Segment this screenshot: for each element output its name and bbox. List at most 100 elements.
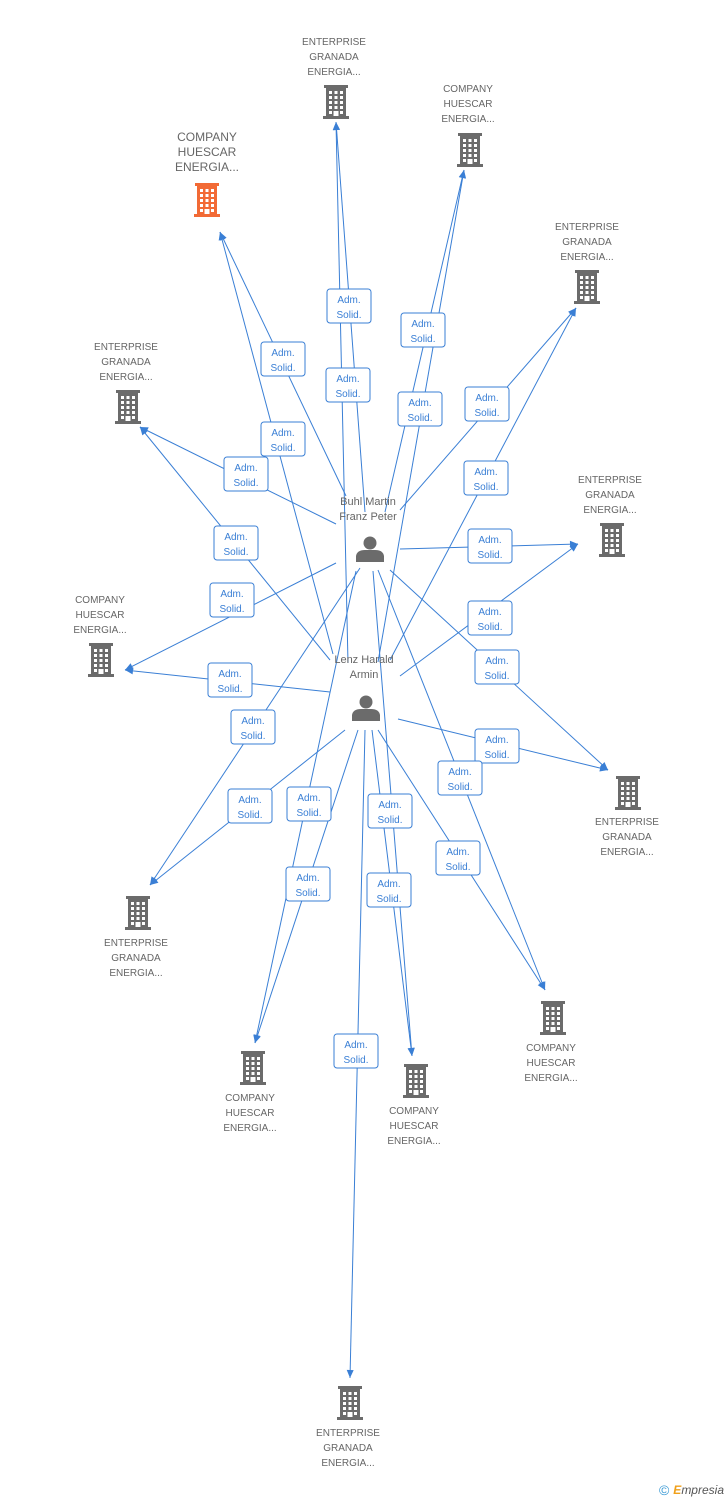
relation-badge[interactable]: Adm.Solid. — [207, 662, 253, 698]
relation-badge[interactable]: Adm.Solid. — [467, 600, 513, 636]
arrowhead-icon — [407, 1047, 415, 1056]
relation-badge[interactable]: Adm. Solid. — [209, 582, 255, 618]
badge-text: Adm. — [218, 669, 241, 680]
badge-text: Adm. — [448, 767, 471, 778]
company-node-c4[interactable]: ENTERPRISEGRANADAENERGIA... — [555, 222, 619, 304]
badge-box — [333, 1033, 379, 1069]
arrowhead-icon — [599, 762, 608, 770]
relation-badge[interactable]: Adm. Solid. — [437, 760, 483, 796]
relation-badge[interactable]: Adm.Solid. — [286, 786, 332, 822]
badge-text: Solid. — [296, 808, 321, 819]
relation-badge[interactable]: Adm.Solid. — [223, 456, 269, 492]
relation-badge[interactable]: Adm.Solid. — [467, 528, 513, 564]
badge-text: Solid. — [223, 547, 248, 558]
badge-text: Solid. — [219, 604, 244, 615]
relation-badge[interactable]: Adm.Solid. — [326, 288, 372, 324]
company-node-c2[interactable]: COMPANYHUESCARENERGIA... — [441, 84, 495, 167]
company-node-c9[interactable]: ENTERPRISEGRANADAENERGIA... — [104, 896, 168, 979]
person-name-line: Buhl Martin — [340, 496, 396, 508]
company-node-c1[interactable]: ENTERPRISEGRANADAENERGIA... — [302, 37, 366, 119]
company-name-line: ENERGIA... — [223, 1123, 276, 1134]
relation-badge[interactable]: Adm.Solid. — [435, 840, 481, 876]
badge-text: Adm. — [475, 393, 498, 404]
badge-text: Solid. — [295, 888, 320, 899]
badge-box — [209, 582, 255, 618]
badge-text: Solid. — [407, 413, 432, 424]
badge-text: Solid. — [240, 731, 265, 742]
company-node-c12[interactable]: COMPANYHUESCARENERGIA... — [387, 1064, 441, 1147]
nodes-layer: ENTERPRISEGRANADAENERGIA...COMPANYHUESCA… — [73, 37, 659, 1469]
company-name-line: ENERGIA... — [307, 67, 360, 78]
relation-badge[interactable]: Adm.Solid. — [285, 866, 331, 902]
badge-text: Solid. — [233, 478, 258, 489]
company-name-line: GRANADA — [602, 832, 652, 843]
badge-text: Solid. — [447, 782, 472, 793]
company-name-line: COMPANY — [443, 84, 493, 95]
building-icon — [125, 896, 151, 930]
building-icon — [599, 523, 625, 557]
relation-badge[interactable]: Adm.Solid. — [260, 421, 306, 457]
badge-text: Solid. — [484, 671, 509, 682]
relation-badge[interactable]: Adm. Solid. — [260, 341, 306, 377]
relation-badge[interactable]: Adm.Solid. — [400, 312, 446, 348]
footer-branding: © Empresia — [659, 1482, 724, 1498]
company-node-c3[interactable]: COMPANYHUESCARENERGIA... — [175, 130, 239, 217]
arrowhead-icon — [150, 877, 159, 885]
badge-text: Solid. — [376, 894, 401, 905]
badge-box — [223, 456, 269, 492]
building-icon — [403, 1064, 429, 1098]
building-icon — [115, 390, 141, 424]
relation-badge[interactable]: Adm. Solid. — [366, 872, 412, 908]
company-node-c6[interactable]: ENTERPRISEGRANADAENERGIA... — [578, 475, 642, 557]
badge-box — [397, 391, 443, 427]
company-name-line: ENTERPRISE — [555, 222, 619, 233]
arrowhead-icon — [140, 427, 148, 436]
badge-text: Solid. — [484, 750, 509, 761]
arrowhead-icon — [332, 122, 340, 131]
company-name-line: ENERGIA... — [387, 1136, 440, 1147]
company-node-c13[interactable]: ENTERPRISEGRANADAENERGIA... — [316, 1386, 380, 1469]
company-name-line: GRANADA — [101, 357, 151, 368]
company-node-c5[interactable]: ENTERPRISEGRANADAENERGIA... — [94, 342, 158, 424]
brand-logo[interactable]: Empresia — [673, 1483, 724, 1497]
arrowhead-icon — [254, 1034, 261, 1043]
badge-text: Solid. — [335, 389, 360, 400]
badge-text: Adm. — [220, 589, 243, 600]
badge-text: Adm. — [446, 847, 469, 858]
arrowhead-icon — [346, 1369, 354, 1378]
relation-badge[interactable]: Adm.Solid. — [230, 709, 276, 745]
relation-badge[interactable]: Adm.Solid. — [227, 788, 273, 824]
badge-text: Solid. — [270, 363, 295, 374]
relation-badge[interactable]: Adm.Solid. — [474, 728, 520, 764]
arrowhead-icon — [569, 544, 578, 552]
company-node-c8[interactable]: ENTERPRISEGRANADAENERGIA... — [595, 776, 659, 858]
arrowhead-icon — [125, 667, 134, 675]
company-node-c10[interactable]: COMPANYHUESCARENERGIA... — [524, 1001, 578, 1084]
badge-text: Adm. — [478, 535, 501, 546]
company-name-line: ENERGIA... — [524, 1073, 577, 1084]
relation-badge[interactable]: Adm.Solid. — [333, 1033, 379, 1069]
company-node-c7[interactable]: COMPANYHUESCARENERGIA... — [73, 595, 127, 677]
arrowhead-icon — [537, 981, 545, 990]
relation-badge[interactable]: Adm.Solid. — [367, 793, 413, 829]
company-name-line: ENTERPRISE — [302, 37, 366, 48]
badge-text: Solid. — [410, 334, 435, 345]
relation-badge[interactable]: Adm.Solid. — [463, 460, 509, 496]
badge-box — [326, 288, 372, 324]
copyright-icon: © — [658, 1482, 670, 1498]
person-name-line: Armin — [350, 669, 379, 681]
badge-box — [227, 788, 273, 824]
relation-badge[interactable]: Adm.Solid. — [213, 525, 259, 561]
relation-badge[interactable]: Adm.Solid. — [325, 367, 371, 403]
badge-box — [437, 760, 483, 796]
relation-badge[interactable]: Adm.Solid. — [397, 391, 443, 427]
company-name-line: ENTERPRISE — [578, 475, 642, 486]
relation-badge[interactable]: Adm.Solid. — [474, 649, 520, 685]
company-node-c11[interactable]: COMPANYHUESCARENERGIA... — [223, 1051, 277, 1134]
relation-badge[interactable]: Adm.Solid. — [464, 386, 510, 422]
badge-text: Adm. — [271, 348, 294, 359]
badge-text: Adm. — [377, 879, 400, 890]
